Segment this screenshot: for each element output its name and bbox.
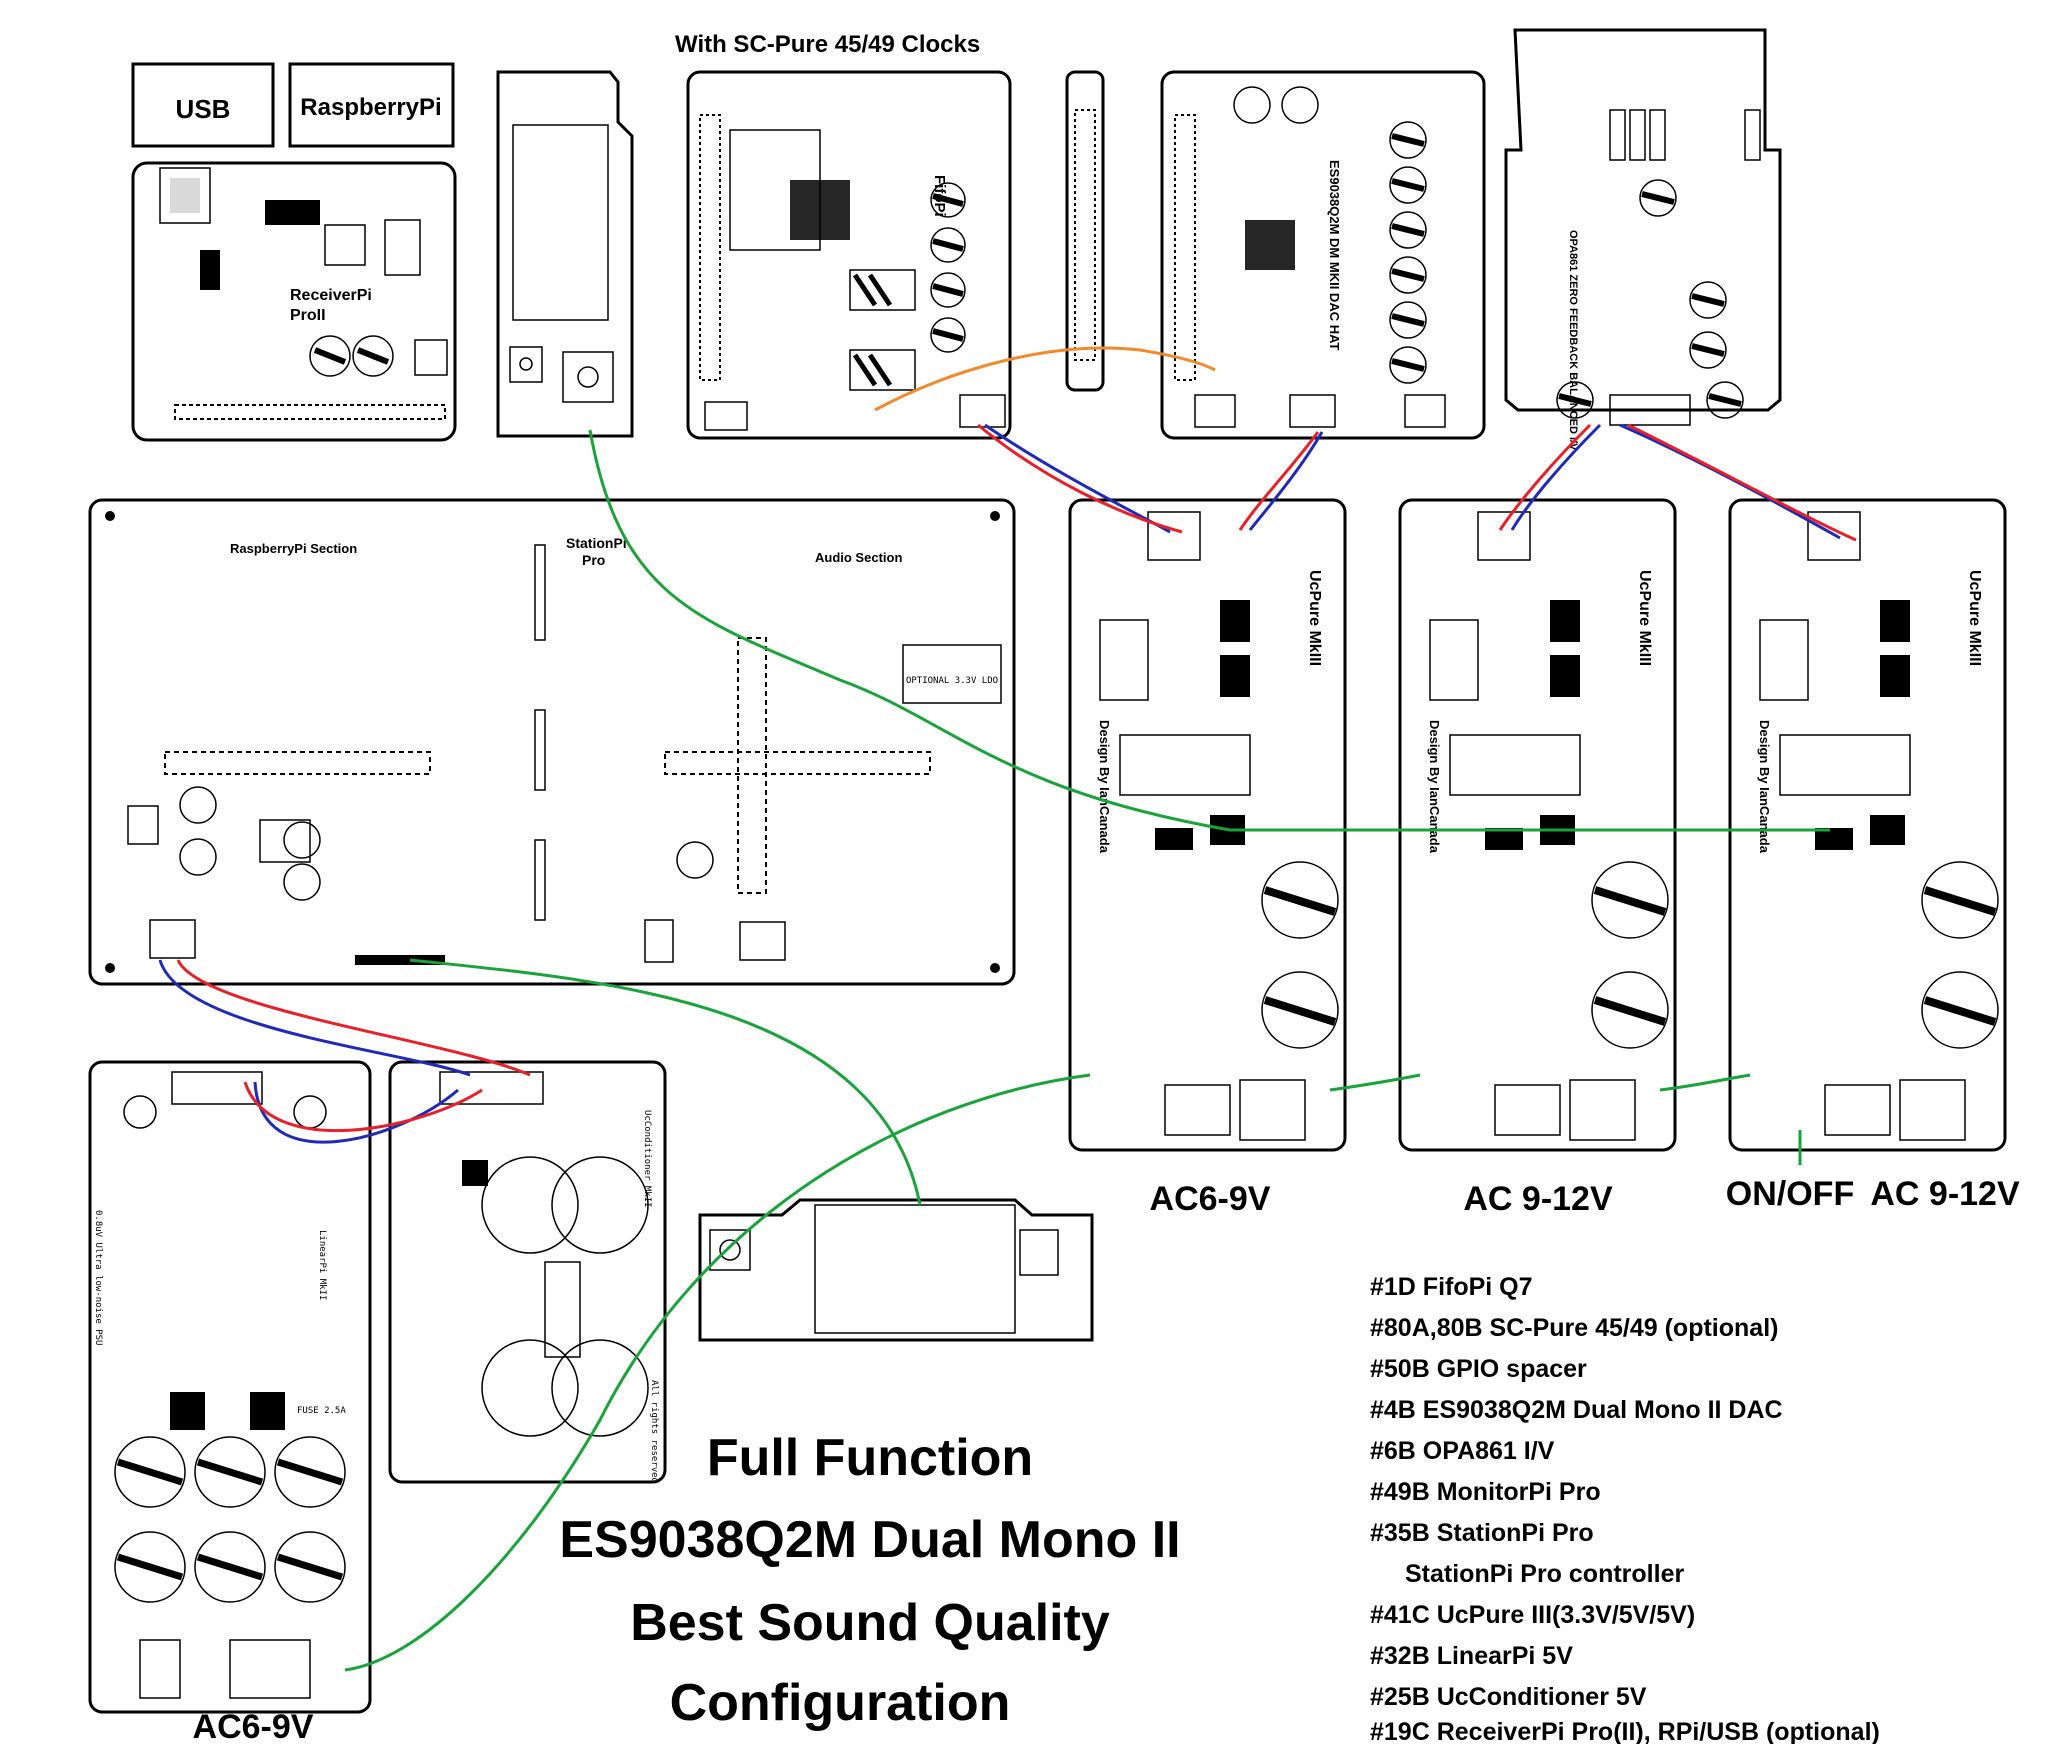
receiverpi-sub: ProII [290, 307, 326, 324]
receiverpi-board: ReceiverPi ProII [131, 161, 457, 442]
ucpure-board-3: UcPure MkIII Design By IanCanada [1728, 498, 2007, 1152]
legend-item: #4B ES9038Q2M Dual Mono II DAC [1370, 1396, 1783, 1424]
ucpure2-psu-label: AC 9-12V [1463, 1180, 1613, 1218]
ucpure1-psu-label: AC6-9V [1150, 1180, 1271, 1218]
fifopi-name: FifoPi [931, 175, 948, 217]
raspberrypi-label: RaspberryPi [300, 94, 441, 121]
title-line-4: Configuration [670, 1674, 1011, 1732]
title-line-1: Full Function [707, 1429, 1033, 1487]
ucconditioner-board: UcConditioner MkII All rights reserved [388, 1060, 667, 1484]
diagram-title: Full Function ES9038Q2M Dual Mono II Bes… [559, 1429, 1180, 1732]
ucpure2-name: UcPure MkIII [1636, 570, 1653, 666]
clocks-header: With SC-Pure 45/49 Clocks [675, 31, 980, 58]
iv-name: OPA861 ZERO FEEDBACK BALANCED I/V [1567, 230, 1579, 451]
linearpi-name: 0.8uV Ultra low-noise PSU [93, 1210, 103, 1345]
legend-item: #50B GPIO spacer [1370, 1355, 1587, 1383]
linearpi-fuse: FUSE 2.5A [297, 1406, 346, 1416]
legend-item: #41C UcPure III(3.3V/5V/5V) [1370, 1601, 1695, 1629]
ucpure1-name: UcPure MkIII [1306, 570, 1323, 666]
legend-item: #35B StationPi Pro [1370, 1519, 1594, 1547]
onoff-label: ON/OFF [1726, 1175, 1854, 1213]
ucpure2-sub: Design By IanCanada [1427, 720, 1442, 854]
stationpi-ldo: OPTIONAL 3.3V LDO [906, 676, 998, 686]
usb-label: USB [176, 94, 231, 124]
legend-item: #49B MonitorPi Pro [1370, 1478, 1601, 1506]
fifopi-board: FifoPi [686, 70, 1012, 440]
legend-item: StationPi Pro controller [1405, 1560, 1684, 1588]
legend-item: #1D FifoPi Q7 [1370, 1273, 1533, 1301]
title-line-2: ES9038Q2M Dual Mono II [559, 1511, 1180, 1569]
stationpi-board: RaspberryPi Section Audio Section Statio… [88, 498, 1016, 986]
linearpi-sub: LinearPi MkII [317, 1230, 327, 1300]
stationpi-controller-board [698, 1198, 1094, 1342]
ucpure-board-2: UcPure MkIII Design By IanCanada [1398, 498, 1677, 1152]
ucpure3-psu-label: AC 9-12V [1870, 1175, 2020, 1213]
stationpi-sub: Pro [582, 552, 605, 568]
title-line-3: Best Sound Quality [630, 1594, 1110, 1652]
receiverpi-name: ReceiverPi [290, 287, 372, 304]
legend-item: #32B LinearPi 5V [1370, 1642, 1573, 1670]
ucconditioner-sub: All rights reserved [649, 1380, 659, 1483]
linearpi-board: 0.8uV Ultra low-noise PSU LinearPi MkII … [88, 1060, 372, 1714]
stationpi-section-left: RaspberryPi Section [230, 541, 357, 556]
legend-item: #80A,80B SC-Pure 45/49 (optional) [1370, 1314, 1778, 1342]
legend-item: #6B OPA861 I/V [1370, 1437, 1555, 1465]
ucpure3-sub: Design By IanCanada [1757, 720, 1772, 854]
stationpi-section-right: Audio Section [815, 550, 902, 565]
legend-item: #19C ReceiverPi Pro(II), RPi/USB (option… [1370, 1718, 1880, 1744]
linearpi-psu-label: AC6-9V [193, 1708, 314, 1744]
gpio-spacer [1065, 70, 1105, 392]
stationpi-name: StationPi [566, 535, 627, 551]
ucconditioner-name: UcConditioner MkII [642, 1110, 652, 1208]
monitorpi-board [496, 70, 634, 438]
parts-legend: #1D FifoPi Q7 #80A,80B SC-Pure 45/49 (op… [1370, 1273, 1880, 1744]
ucpure1-sub: Design By IanCanada [1097, 720, 1112, 854]
ucpure3-name: UcPure MkIII [1966, 570, 1983, 666]
iv-board: OPA861 ZERO FEEDBACK BALANCED I/V [1504, 28, 1782, 451]
dac-board: ES9038Q2M DM MKII DAC HAT [1160, 70, 1486, 440]
wires [158, 346, 1857, 1672]
legend-item: #25B UcConditioner 5V [1370, 1683, 1647, 1711]
dac-name: ES9038Q2M DM MKII DAC HAT [1327, 160, 1342, 351]
usb-box: USB [131, 62, 275, 148]
raspberrypi-box: RaspberryPi [288, 62, 455, 148]
